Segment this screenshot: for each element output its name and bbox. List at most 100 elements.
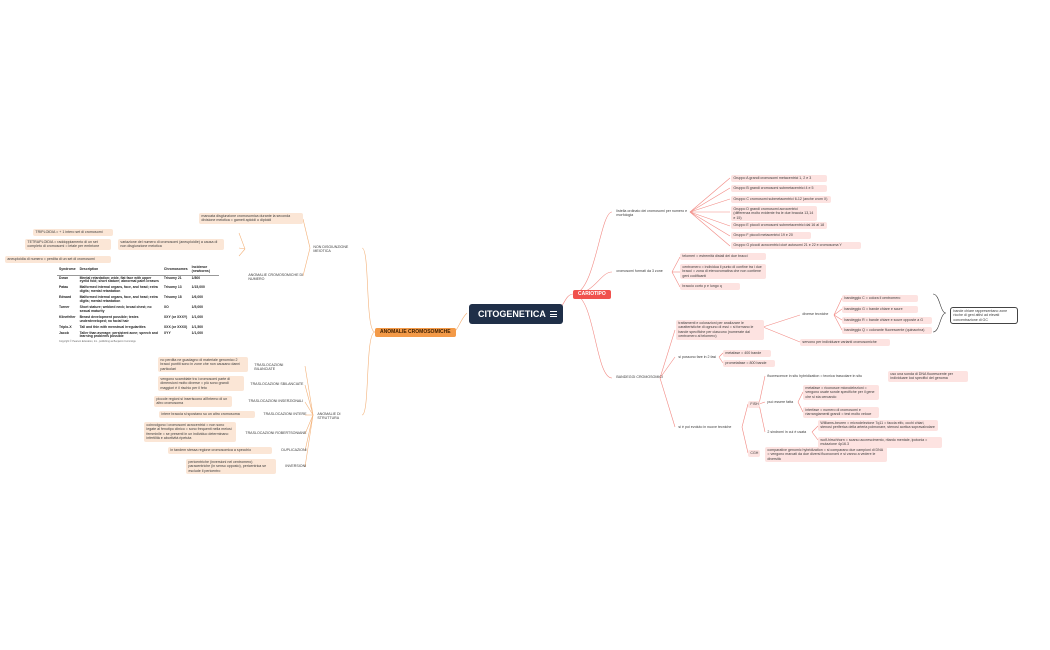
fish-intro-note[interactable]: uso una sonda di DNA fluorescente per in… — [888, 371, 968, 382]
fish-puo-label[interactable]: può essere fatta — [767, 400, 794, 405]
table-cell: Taller than average; persistent acne; sp… — [79, 330, 158, 339]
bandeggio-g[interactable]: bandeggio G = bande chiare e scure — [842, 306, 918, 313]
table-cell: 1/1,000 — [191, 330, 203, 335]
table-header: Description — [77, 265, 162, 276]
table-row: Patau Malformed internal organs, face, an… — [57, 285, 219, 295]
table-cell: Patau — [59, 285, 69, 290]
sindrome-wolf[interactable]: wolf-hirschhorn = scarso accrescimento, … — [818, 437, 942, 448]
group-g[interactable]: Gruppo G piccoli acrocentrici cioè autos… — [731, 242, 861, 249]
fish-interfase[interactable]: interfase = numero di cromosomi e riarra… — [803, 407, 879, 418]
group-b[interactable]: Gruppo B grandi cromosomi submetacentric… — [731, 185, 827, 192]
cgh-text[interactable]: comparative genomic hybridization = si c… — [765, 447, 887, 463]
group-f[interactable]: Gruppo F piccoli metacentrici 19 e 20 — [731, 232, 811, 239]
servono-varianti[interactable]: servono per individuare varianti cromoso… — [800, 339, 890, 346]
struttura-robertsoniane-text[interactable]: coinvolgono i cromosomi acrocentrici = n… — [144, 422, 236, 442]
table-cell: Trisomy 18 — [163, 295, 182, 300]
table-footer: Copyright © Pearson Education, Inc., pub… — [59, 340, 136, 344]
table-cell: Edward — [59, 295, 72, 300]
aneuploidia[interactable]: aneuploidia di numero = perdita di un se… — [5, 256, 111, 263]
table-cell: Malformed internal organs, face, and hea… — [79, 285, 158, 294]
table-cell: XO — [163, 305, 169, 310]
non-disgiunzione-text[interactable]: mancata disgiunzione cromosomica durante… — [199, 213, 303, 224]
menu-icon — [549, 310, 557, 319]
table-cell: Turner — [59, 305, 70, 310]
table-cell: 1/1,500 — [191, 324, 203, 329]
fish-node[interactable]: FISH — [748, 401, 760, 408]
sindrome-williams[interactable]: Williams-beuren = microdelezione 7q11 = … — [818, 420, 938, 431]
table-cell: Trisomy 13 — [163, 285, 182, 290]
group-e[interactable]: Gruppo E piccoli cromosomi submetacentri… — [731, 222, 827, 229]
anomalie-node[interactable]: ANOMALIE CROMOSOMICHE — [375, 328, 456, 337]
cgh-node[interactable]: CGH — [748, 450, 760, 457]
tetraploidia[interactable]: TETRAPLOIDIA = raddoppiamento di un set … — [25, 239, 111, 250]
table-cell: Trisomy 21 — [163, 275, 182, 280]
struttura-duplicazioni-text[interactable]: in tandem stessa regione cromosomica a s… — [168, 447, 272, 454]
numero-label[interactable]: ANOMALIE CROMOSOMICHE DI NUMERO — [248, 273, 304, 282]
table-cell: 1/15,000 — [191, 285, 205, 290]
struttura-label[interactable]: ANOMALIE DI STRUTTURA — [317, 412, 341, 421]
table-cell: XXY (or XXXY) — [163, 314, 188, 319]
cariotipo-branch-listella[interactable]: listella ordinato dei cromosomi per nume… — [616, 209, 688, 218]
table-cell: 1/6,000 — [191, 295, 203, 300]
syndromes-table: Syndrome Description Chromosomes Inciden… — [57, 265, 219, 355]
diverse-tecniche[interactable]: diverse tecniche — [802, 312, 829, 317]
zone-telomeri[interactable]: telomeri = estremità distali dei due bra… — [680, 253, 766, 260]
bandeggio-r[interactable]: bandeggio R = bande chiare e scure oppos… — [842, 317, 932, 324]
struttura-bilanciate-label[interactable]: TRASLOCAZIONI BILANCIATE — [254, 363, 284, 372]
table-cell: Klinefelter — [59, 314, 76, 319]
group-d[interactable]: Gruppo D grandi cromosomi acrocentrici (… — [731, 206, 817, 222]
struttura-inserzionali-text[interactable]: piccole regioni si inseriscono all'inter… — [154, 396, 232, 407]
table-cell: Short stature; webbed neck; broad chest;… — [79, 305, 152, 313]
sindromi-label[interactable]: 2 sindromi in cui è usata — [767, 430, 807, 435]
struttura-inserzionali-label[interactable]: TRASLOCAZIONI INSERZIONALI — [248, 399, 304, 404]
struttura-robertsoniane-label[interactable]: TRASLOCAZIONI ROBERTSONIANE — [245, 431, 307, 436]
table-row: Down Mental retardation; wide, flat face … — [57, 275, 219, 285]
table-cell: 1/5,000 — [191, 305, 203, 310]
evoluto-label[interactable]: si è poi evoluto in nuove tecniche — [678, 425, 732, 430]
cariotipo-node[interactable]: CARIOTIPO — [573, 290, 611, 299]
table-row: Jacob Taller than average; persistent acn… — [57, 330, 219, 340]
table-cell: Mental retardation; wide, flat face with… — [79, 275, 159, 284]
struttura-sbilanciate-text[interactable]: vengono scambiate tra i cromosomi parte … — [158, 376, 244, 392]
table-cell: Tall and thin with menstrual irregularit… — [79, 324, 146, 329]
struttura-intere-text[interactable]: intere braccia si spostano su un altro c… — [159, 411, 255, 418]
fase-prometafase[interactable]: prometafase = 800 bande — [723, 360, 775, 367]
bandeggio-c[interactable]: bandeggio C = colora il centromero — [842, 295, 918, 302]
table-row: Turner Short stature; webbed neck; broad … — [57, 305, 219, 315]
table-row: Triplo-X Tall and thin with menstrual irr… — [57, 325, 219, 331]
fase-metafase[interactable]: metafase = 400 bande — [723, 350, 771, 357]
struttura-bilanciate-text[interactable]: no perdita ne guadagno di materiale geno… — [158, 357, 248, 373]
zone-braccio[interactable]: braccio corto p e lungo q — [680, 283, 740, 290]
table-cell: 1/800 — [191, 275, 201, 280]
bandeggio-q[interactable]: bandeggio Q = colorante fluorescente (qu… — [842, 327, 932, 334]
group-a[interactable]: Gruppo A grandi cromosomi metacentrici 1… — [731, 175, 827, 182]
fish-metafase[interactable]: metafase = riconosce microdelezioni = ve… — [803, 385, 879, 401]
bandeggi-branch[interactable]: BANDEGGI CROMOSOMICI — [616, 375, 663, 380]
zone-centromero[interactable]: centromero = individua il punto di confi… — [680, 264, 766, 280]
fish-intro[interactable]: fluorescence in situ hybridization = tec… — [767, 374, 862, 379]
table-cell: Jacob — [59, 330, 69, 335]
cariotipo-branch-zone[interactable]: cromosomi formati da 3 zone — [616, 269, 663, 274]
numero-text[interactable]: variazione del numero di cromosomi (aneu… — [118, 239, 224, 250]
table-cell: XXX (or XXXX) — [163, 324, 188, 329]
bandeggi-trattamenti[interactable]: trattamenti e colorazioni per analizzare… — [676, 320, 764, 340]
table-header: Chromosomes — [161, 265, 190, 276]
struttura-intere-label[interactable]: TRASLOCAZIONI INTERE — [263, 412, 307, 417]
root-title: CITOGENETICA — [478, 309, 546, 319]
triploidia[interactable]: TRIPLOIDIA = + 1 intero set di cromosomi — [33, 229, 113, 236]
table-header: Incidence (newborns) — [189, 265, 219, 276]
non-disgiunzione-label[interactable]: NON DISGIUNZIONE MEIOTICA — [313, 245, 349, 254]
struttura-sbilanciate-label[interactable]: TRASLOCAZIONI SBILANCIATE — [250, 382, 304, 387]
bande-note-box[interactable]: bande chiare rappresentano zone ricche d… — [950, 307, 1018, 325]
table-cell: Down — [59, 275, 69, 280]
root-node[interactable]: CITOGENETICA — [469, 304, 563, 324]
struttura-inversioni-text[interactable]: pericentriche (inversioni nel centromero… — [186, 459, 276, 475]
struttura-inversioni-label[interactable]: INVERSIONI — [285, 464, 307, 469]
struttura-duplicazioni-label[interactable]: DUPLICAZIONI — [281, 448, 307, 453]
fasi-label[interactable]: si possono fare in 2 fasi — [678, 355, 717, 360]
table-cell: Triplo-X — [59, 324, 72, 329]
group-c[interactable]: Gruppo C cromosomi submetacentrici 6-12 … — [731, 196, 831, 203]
